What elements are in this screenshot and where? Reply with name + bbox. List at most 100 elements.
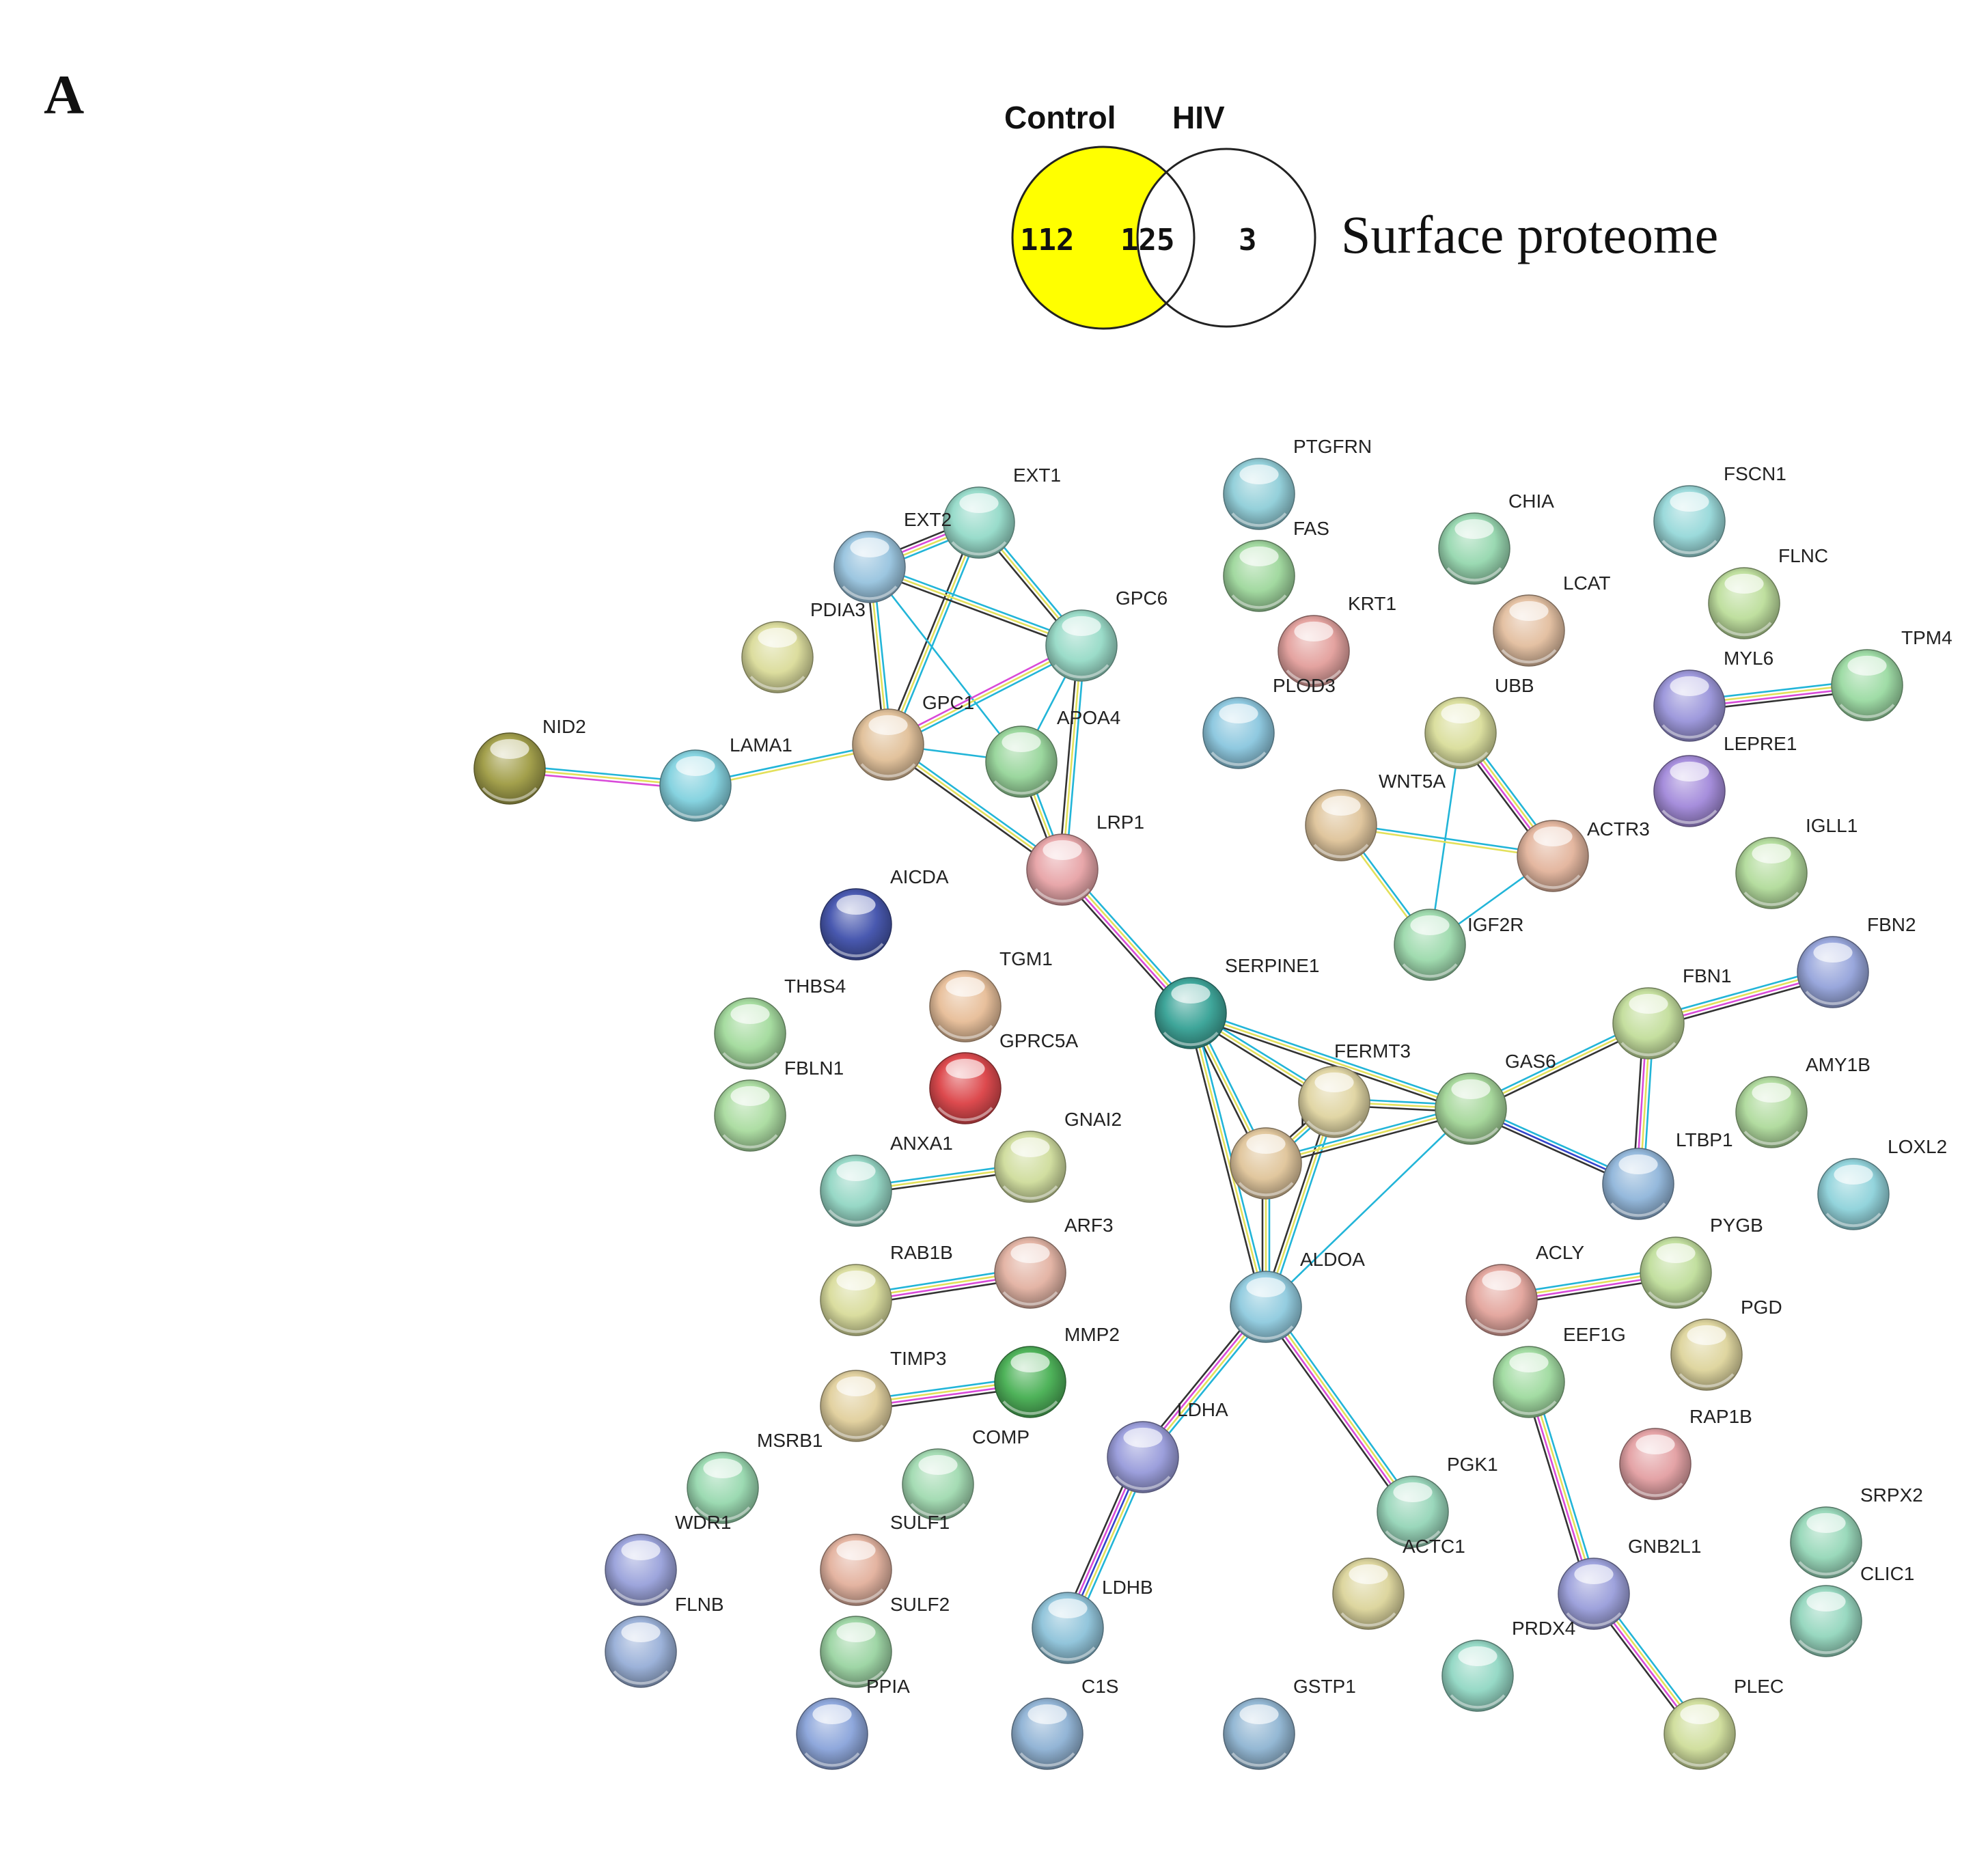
- node-actc1[interactable]: ACTC1: [1332, 1536, 1465, 1630]
- node-prdx4[interactable]: PRDX4: [1441, 1618, 1575, 1712]
- node-comp[interactable]: COMP: [902, 1426, 1030, 1521]
- node-c1s[interactable]: C1S: [1011, 1676, 1118, 1770]
- node-label: SERPINE1: [1225, 955, 1320, 976]
- node-lepre1[interactable]: LEPRE1: [1653, 733, 1797, 827]
- node-anxa1[interactable]: ANXA1: [820, 1133, 953, 1227]
- node-wdr1[interactable]: WDR1: [605, 1512, 731, 1606]
- node-ubb[interactable]: UBB: [1424, 675, 1534, 769]
- node-ptgfrn[interactable]: PTGFRN: [1223, 436, 1372, 530]
- node-ltbp1[interactable]: LTBP1: [1602, 1129, 1733, 1220]
- node-rim: [667, 804, 723, 819]
- node-gstp1[interactable]: GSTP1: [1223, 1676, 1356, 1770]
- node-serpine1[interactable]: SERPINE1: [1155, 955, 1320, 1049]
- node-rim: [1501, 1400, 1557, 1415]
- node-gpc6[interactable]: GPC6: [1045, 587, 1168, 682]
- node-rim: [1743, 1131, 1799, 1146]
- node-highlight: [1752, 1082, 1791, 1103]
- node-pgd[interactable]: PGD: [1670, 1297, 1782, 1391]
- node-clic1[interactable]: CLIC1: [1790, 1563, 1914, 1657]
- node-sulf1[interactable]: SULF1: [820, 1512, 950, 1606]
- node-krt1[interactable]: KRT1: [1278, 593, 1396, 687]
- node-ext1[interactable]: EXT1: [943, 465, 1061, 559]
- node-lcat[interactable]: LCAT: [1493, 572, 1611, 667]
- node-igll1[interactable]: IGLL1: [1735, 815, 1858, 909]
- node-pgk1[interactable]: PGK1: [1377, 1454, 1498, 1548]
- node-fbn1[interactable]: FBN1: [1612, 965, 1732, 1060]
- node-gnb2l1[interactable]: GNB2L1: [1558, 1536, 1701, 1630]
- edge-aldoa-pgk1: [1260, 1303, 1418, 1516]
- node-rim: [1474, 1318, 1530, 1333]
- node-rim: [1716, 622, 1772, 637]
- node-nid2[interactable]: NID2: [473, 716, 586, 805]
- node-actr3[interactable]: ACTR3: [1517, 818, 1650, 892]
- node-fbln1[interactable]: FBLN1: [714, 1057, 844, 1152]
- node-igf2r[interactable]: IGF2R: [1394, 909, 1523, 981]
- node-sulf2[interactable]: SULF2: [820, 1594, 950, 1688]
- node-arf3[interactable]: ARF3: [994, 1215, 1114, 1309]
- edge-line: [867, 569, 1081, 650]
- node-eef1g[interactable]: EEF1G: [1493, 1324, 1626, 1418]
- node-rim: [1743, 891, 1799, 907]
- node-label: RAB1B: [890, 1242, 953, 1263]
- node-label: C1S: [1081, 1676, 1118, 1697]
- node-rim: [1053, 664, 1109, 679]
- node-label: MMP2: [1064, 1324, 1120, 1345]
- node-aicda[interactable]: AICDA: [820, 866, 949, 960]
- node-thbs4[interactable]: THBS4: [714, 976, 846, 1070]
- node-label: APOA4: [1057, 707, 1120, 728]
- node-label: GPC1: [922, 692, 974, 713]
- node-timp3[interactable]: TIMP3: [820, 1348, 946, 1442]
- node-lama1[interactable]: LAMA1: [659, 734, 792, 822]
- node-flnb[interactable]: FLNB: [605, 1594, 724, 1688]
- node-chia[interactable]: CHIA: [1438, 490, 1554, 585]
- node-aldoa[interactable]: ALDOA: [1230, 1249, 1365, 1343]
- node-plec[interactable]: PLEC: [1663, 1676, 1784, 1770]
- node-loxl2[interactable]: LOXL2: [1817, 1136, 1947, 1230]
- edge-line: [1189, 1012, 1472, 1110]
- node-highlight: [1752, 843, 1791, 863]
- node-mmp2[interactable]: MMP2: [994, 1324, 1120, 1418]
- edge-eef1g-gnb2l1: [1523, 1379, 1600, 1596]
- node-msrb1[interactable]: MSRB1: [687, 1430, 823, 1524]
- node-myl6[interactable]: MYL6: [1653, 648, 1773, 742]
- node-rim: [1620, 1042, 1676, 1057]
- edge-line: [1186, 1012, 1264, 1309]
- panel-label: A: [44, 64, 85, 126]
- node-label: SULF2: [890, 1594, 950, 1615]
- node-rim: [951, 541, 1007, 556]
- node-fermt3[interactable]: FERMT3: [1298, 1040, 1411, 1138]
- node-rim: [910, 1503, 966, 1518]
- node-fscn1[interactable]: FSCN1: [1653, 463, 1786, 557]
- node-highlight: [621, 1540, 661, 1560]
- node-gprc5a[interactable]: GPRC5A: [929, 1030, 1078, 1124]
- node-ldhb[interactable]: LDHB: [1032, 1577, 1153, 1664]
- node-highlight: [1010, 1352, 1050, 1372]
- node-rim: [1238, 1182, 1294, 1197]
- node-pygb[interactable]: PYGB: [1640, 1215, 1763, 1309]
- node-rap1b[interactable]: RAP1B: [1619, 1406, 1752, 1500]
- node-pdia3[interactable]: PDIA3: [741, 599, 866, 693]
- node-lrp1[interactable]: LRP1: [1026, 812, 1144, 906]
- node-acly[interactable]: ACLY: [1465, 1242, 1584, 1336]
- node-srpx2[interactable]: SRPX2: [1790, 1484, 1923, 1579]
- node-gas6[interactable]: GAS6: [1435, 1051, 1556, 1145]
- node-amy1b[interactable]: AMY1B: [1735, 1054, 1870, 1148]
- node-ppia[interactable]: PPIA: [796, 1676, 910, 1770]
- node-tgm1[interactable]: TGM1: [929, 948, 1053, 1042]
- node-rab1b[interactable]: RAB1B: [820, 1242, 953, 1336]
- node-fas[interactable]: FAS: [1223, 518, 1329, 612]
- node-gpc1[interactable]: GPC1: [852, 692, 974, 781]
- node-apoa4[interactable]: APOA4: [985, 707, 1120, 798]
- node-ldha[interactable]: LDHA: [1107, 1399, 1228, 1493]
- node-fbn2[interactable]: FBN2: [1797, 914, 1916, 1008]
- node-gnai2[interactable]: GNAI2: [994, 1109, 1122, 1203]
- node-plod3[interactable]: PLOD3: [1202, 675, 1336, 769]
- edge-line: [890, 523, 983, 747]
- node-wnt5a[interactable]: WNT5A: [1305, 771, 1446, 861]
- node-flnc[interactable]: FLNC: [1708, 545, 1828, 639]
- node-highlight: [703, 1458, 743, 1478]
- node-ext2[interactable]: EXT2: [833, 509, 952, 603]
- venn-overlap-count: 125: [1120, 223, 1174, 258]
- node-tpm4[interactable]: TPM4: [1831, 627, 1952, 721]
- node-rim: [1238, 1325, 1294, 1340]
